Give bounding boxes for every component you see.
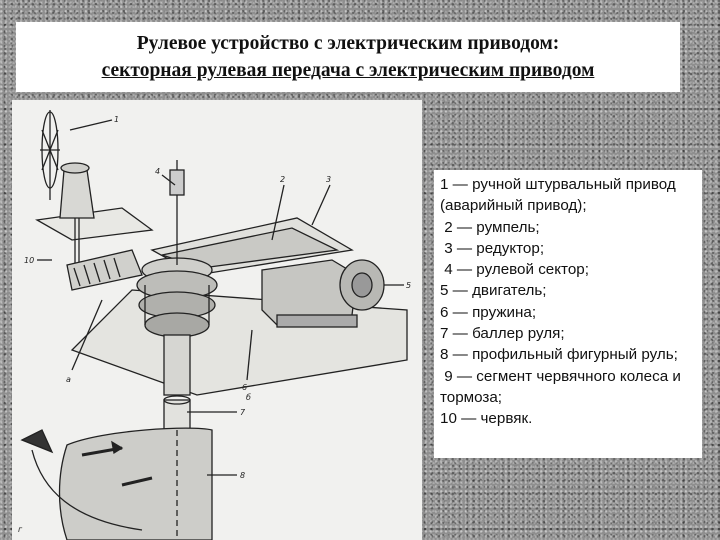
worm: [66, 249, 143, 291]
legend-item-4: 4 — рулевой сектор;: [440, 261, 589, 279]
legend-item-8: 8 — профильный фигурный руль;: [440, 346, 678, 364]
label-4: 4: [155, 167, 160, 176]
legend-item-9: 9 — сегмент червячного колеса и тормоза;: [440, 367, 686, 406]
legend-item-1: 1 — ручной штурвальный привод (аварийный…: [440, 176, 680, 215]
rudder-stock: [163, 334, 191, 396]
title-line-1: Рулевое устройство с электрическим приво…: [136, 33, 560, 54]
label-b: б: [246, 393, 251, 402]
label-8: 8: [240, 471, 245, 480]
steering-gear-illustration: 1 2 3 4 5 6 7 8 10 а б г: [18, 110, 411, 540]
legend-item-5: 5 — двигатель;: [440, 282, 547, 300]
label-2: 2: [280, 175, 285, 184]
steering-wheel: [40, 110, 60, 200]
steering-gear-drawing: 1 2 3 4 5 6 7 8 10 а б г: [12, 100, 422, 540]
legend-item-2: 2 — румпель;: [440, 218, 540, 236]
legend-item-6: 6 — пружина;: [440, 303, 537, 321]
legend-item-7: 7 — баллер руля;: [440, 325, 565, 343]
label-3: 3: [326, 175, 331, 184]
legend-item-3: 3 — редуктор;: [440, 239, 545, 257]
title-line-2: секторная рулевая передача с электрическ…: [101, 60, 595, 81]
helm-pedestal: [59, 169, 95, 219]
label-1: 1: [114, 115, 119, 124]
label-g: г: [18, 525, 23, 534]
label-5: 5: [406, 281, 411, 290]
slide-title: Рулевое устройство с электрическим приво…: [16, 22, 680, 92]
label-10: 10: [24, 256, 34, 265]
legend-item-10: 10 — червяк.: [440, 410, 533, 428]
legend-box: 1 — ручной штурвальный привод (аварийный…: [434, 170, 702, 458]
rudder-blade: [58, 427, 213, 540]
label-7: 7: [240, 408, 246, 417]
label-6: 6: [242, 383, 247, 392]
label-a: а: [66, 375, 71, 384]
